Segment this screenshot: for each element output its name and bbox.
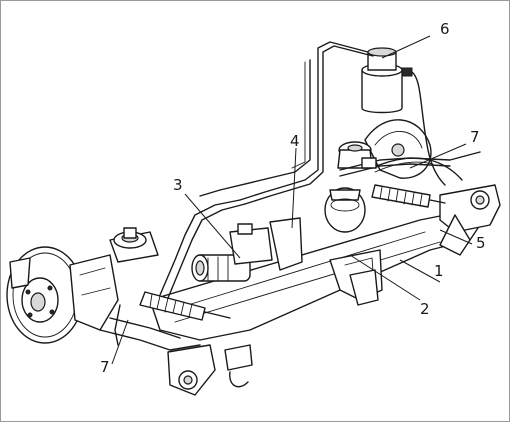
callout-labels: 6 7 5 1 2 3 4 7	[100, 20, 486, 376]
right-mount-bracket	[439, 184, 501, 256]
leader-7-left	[111, 319, 129, 365]
leader-2	[349, 254, 421, 301]
right-brake-disc	[364, 119, 432, 179]
lower-bushings	[167, 269, 379, 396]
leader-3	[184, 193, 241, 259]
left-strut-mount	[109, 227, 159, 263]
leader-7-right	[409, 143, 467, 169]
accumulator-sphere	[324, 187, 366, 233]
callout-3: 3	[173, 176, 183, 194]
callout-1: 1	[434, 262, 444, 280]
callout-2: 2	[420, 300, 430, 318]
fluid-reservoir	[361, 47, 446, 186]
callout-4: 4	[290, 132, 300, 150]
left-bellows	[139, 291, 231, 321]
leader-6	[381, 35, 431, 59]
left-lower-arm	[99, 304, 201, 351]
callout-7-left: 7	[100, 358, 110, 376]
left-brake-disc	[6, 246, 119, 344]
callout-7-right: 7	[470, 128, 480, 146]
callout-6: 6	[440, 20, 450, 38]
callout-5: 5	[476, 234, 486, 252]
callout-leaders	[111, 35, 473, 365]
leader-5	[439, 229, 473, 245]
leader-1	[399, 259, 441, 283]
leader-4	[291, 147, 297, 229]
hydraulic-pump-unit	[191, 217, 303, 282]
right-bellows	[371, 184, 446, 208]
sensor-harness	[361, 157, 463, 181]
